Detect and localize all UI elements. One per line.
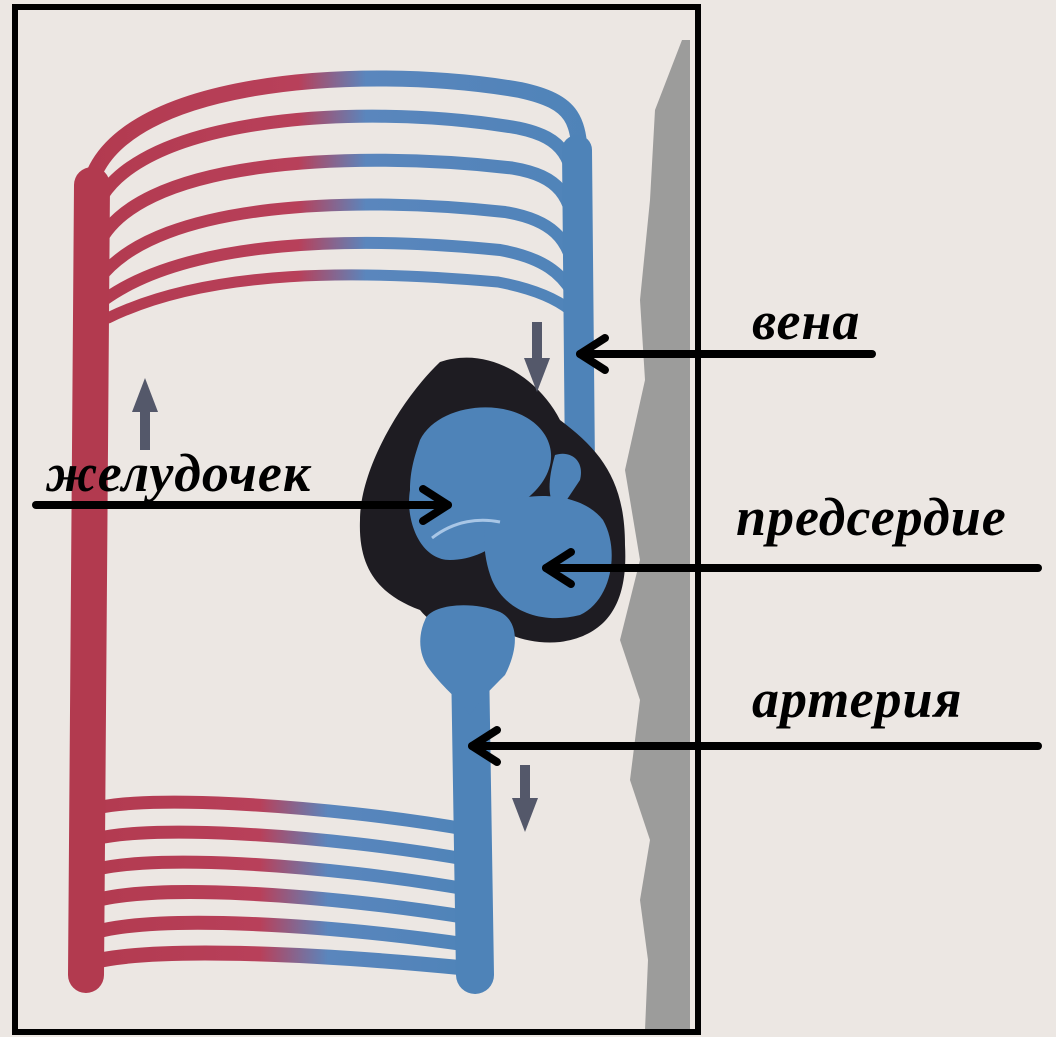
diagram-frame	[12, 4, 701, 1035]
vein-pointer-arrow-icon	[576, 334, 876, 374]
gill-capillaries-top	[80, 70, 588, 324]
flow-arrows	[132, 322, 550, 832]
atrium-inlet	[549, 453, 581, 510]
bulbus-arteriosus	[420, 605, 515, 715]
pointer-arrows	[32, 334, 1042, 766]
atrium-pointer-arrow-icon	[542, 548, 1042, 588]
label-artery: артерия	[752, 669, 963, 729]
label-atrium: предсердие	[736, 487, 1007, 547]
label-vein: вена	[752, 291, 861, 351]
gill-capillaries-bottom	[73, 795, 479, 976]
label-ventricle: желудочек	[46, 443, 312, 503]
dorsal-aorta	[68, 167, 110, 993]
ventricle-pointer-arrow-icon	[32, 485, 452, 525]
shadow-strip	[620, 40, 690, 1030]
valve-highlight	[431, 518, 501, 540]
vein-vessel	[562, 135, 595, 485]
flow-arrow-down-icon	[524, 322, 550, 392]
atrium-chamber	[484, 496, 612, 619]
flow-arrow-down-icon	[512, 765, 538, 832]
flow-arrow-up-icon	[132, 378, 158, 450]
artery-pointer-arrow-icon	[468, 726, 1042, 766]
